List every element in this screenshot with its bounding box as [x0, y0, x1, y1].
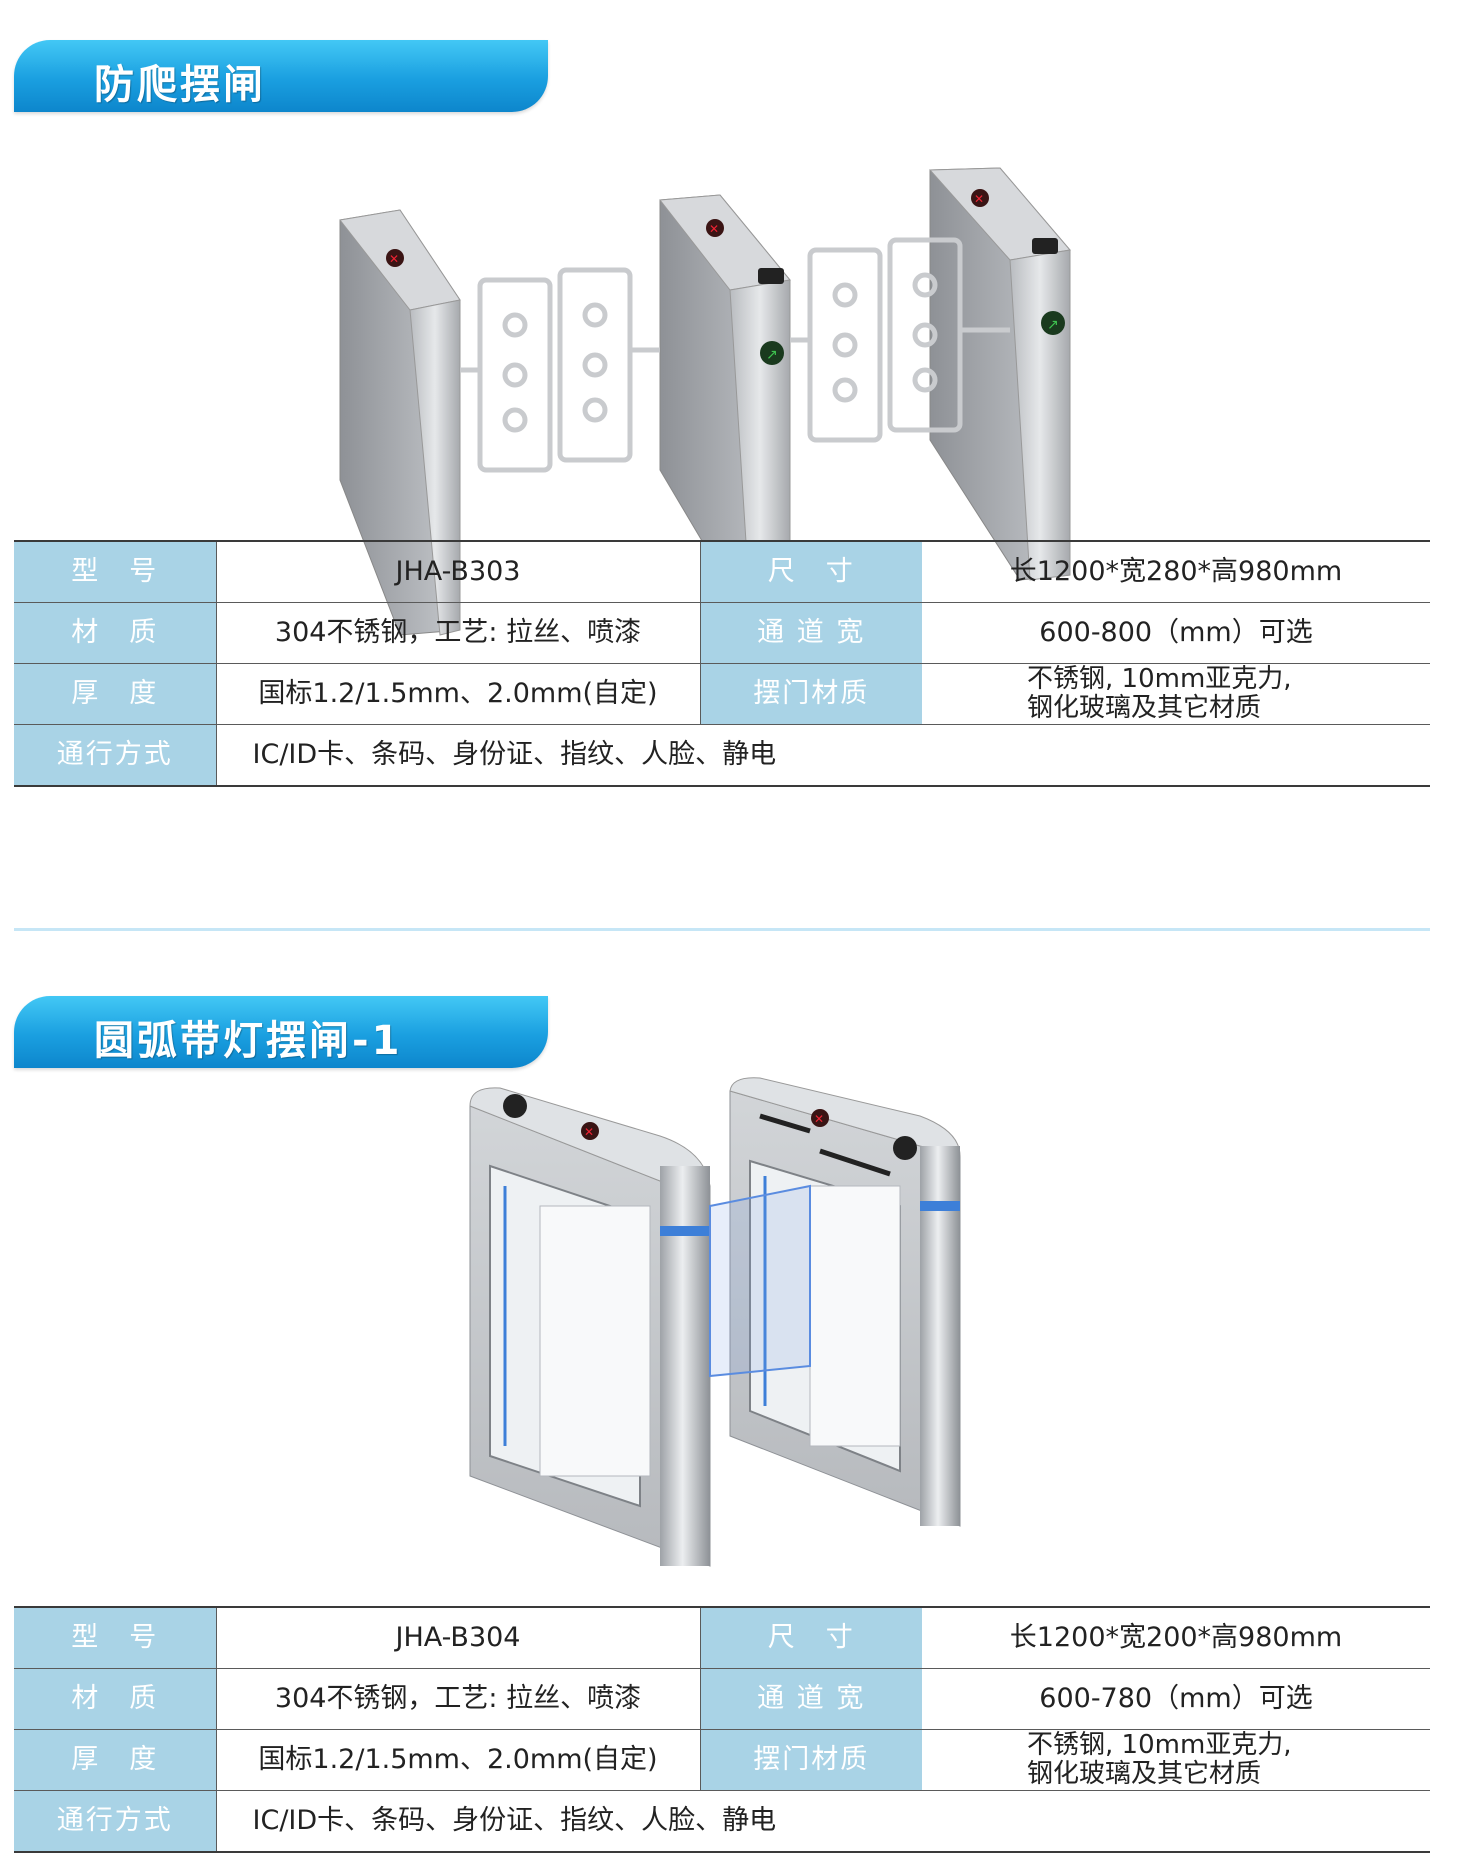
lane-width-value: 600-780（mm）可选: [922, 1668, 1430, 1730]
spec-table: 型 号 JHA-B304 尺 寸 长1200*宽200*高980mm 材 质 3…: [14, 1606, 1430, 1853]
thickness-label: 厚 度: [14, 1729, 216, 1791]
door-material-label: 摆门材质: [700, 1729, 922, 1791]
svg-text:✕: ✕: [814, 1112, 824, 1126]
table-row: 材 质 304不锈钢，工艺: 拉丝、喷漆 通 道 宽 600-800（mm）可选: [14, 602, 1430, 664]
svg-text:✕: ✕: [389, 252, 399, 266]
table-row: 型 号 JHA-B304 尺 寸 长1200*宽200*高980mm: [14, 1607, 1430, 1669]
door-material-line-1: 不锈钢, 10mm亚克力,: [1027, 1730, 1292, 1761]
door-material-line-2: 钢化玻璃及其它材质: [1027, 693, 1262, 723]
material-value: 304不锈钢，工艺: 拉丝、喷漆: [215, 602, 701, 664]
table-row: 通行方式 IC/ID卡、条码、身份证、指纹、人脸、静电: [14, 724, 1430, 787]
door-material-line-2: 钢化玻璃及其它材质: [1027, 1759, 1262, 1789]
access-mode-label: 通行方式: [14, 1790, 216, 1853]
door-material-value: 不锈钢, 10mm亚克力, 钢化玻璃及其它材质: [922, 1729, 1430, 1791]
model-label: 型 号: [14, 541, 216, 603]
size-label: 尺 寸: [700, 541, 922, 603]
thickness-value: 国标1.2/1.5mm、2.0mm(自定): [215, 1729, 701, 1791]
lane-width-label: 通 道 宽: [700, 1668, 922, 1730]
access-mode-value: IC/ID卡、条码、身份证、指纹、人脸、静电: [215, 724, 1430, 787]
arc-led-swing-gate-image: ✕ ✕: [469, 1077, 961, 1567]
product-section-1: 防爬摆闸 ✕ ✕ ↗ ✕ ↗: [0, 40, 1474, 940]
product-section-2: 圆弧带灯摆闸-1 ✕ ✕: [0, 996, 1474, 1869]
table-row: 型 号 JHA-B303 尺 寸 长1200*宽280*高980mm: [14, 541, 1430, 603]
table-row: 材 质 304不锈钢，工艺: 拉丝、喷漆 通 道 宽 600-780（mm）可选: [14, 1668, 1430, 1730]
svg-text:✕: ✕: [709, 222, 719, 236]
section-title-banner: 防爬摆闸: [14, 40, 548, 112]
access-mode-value: IC/ID卡、条码、身份证、指纹、人脸、静电: [215, 1790, 1430, 1853]
model-label: 型 号: [14, 1607, 216, 1669]
thickness-label: 厚 度: [14, 663, 216, 725]
material-label: 材 质: [14, 1668, 216, 1730]
material-value: 304不锈钢，工艺: 拉丝、喷漆: [215, 1668, 701, 1730]
section-title: 圆弧带灯摆闸-1: [94, 1018, 403, 1064]
anti-climb-swing-gate-image: ✕ ✕ ↗ ✕ ↗: [339, 167, 1071, 636]
table-row: 厚 度 国标1.2/1.5mm、2.0mm(自定) 摆门材质 不锈钢, 10mm…: [14, 663, 1430, 725]
size-label: 尺 寸: [700, 1607, 922, 1669]
access-mode-label: 通行方式: [14, 724, 216, 787]
size-value: 长1200*宽280*高980mm: [922, 541, 1430, 603]
size-value: 长1200*宽200*高980mm: [922, 1607, 1430, 1669]
lane-width-label: 通 道 宽: [700, 602, 922, 664]
section-title-banner: 圆弧带灯摆闸-1: [14, 996, 548, 1068]
material-label: 材 质: [14, 602, 216, 664]
section-title: 防爬摆闸: [94, 62, 266, 108]
svg-text:↗: ↗: [766, 347, 778, 363]
door-material-value: 不锈钢, 10mm亚克力, 钢化玻璃及其它材质: [922, 663, 1430, 725]
section-divider: [14, 928, 1430, 931]
door-material-line-1: 不锈钢, 10mm亚克力,: [1027, 664, 1292, 695]
lane-width-value: 600-800（mm）可选: [922, 602, 1430, 664]
svg-text:✕: ✕: [584, 1125, 594, 1139]
svg-text:✕: ✕: [974, 192, 984, 206]
model-value: JHA-B303: [215, 541, 701, 603]
table-row: 厚 度 国标1.2/1.5mm、2.0mm(自定) 摆门材质 不锈钢, 10mm…: [14, 1729, 1430, 1791]
spec-table: 型 号 JHA-B303 尺 寸 长1200*宽280*高980mm 材 质 3…: [14, 540, 1430, 787]
thickness-value: 国标1.2/1.5mm、2.0mm(自定): [215, 663, 701, 725]
svg-text:↗: ↗: [1047, 317, 1059, 333]
table-row: 通行方式 IC/ID卡、条码、身份证、指纹、人脸、静电: [14, 1790, 1430, 1853]
door-material-label: 摆门材质: [700, 663, 922, 725]
model-value: JHA-B304: [215, 1607, 701, 1669]
